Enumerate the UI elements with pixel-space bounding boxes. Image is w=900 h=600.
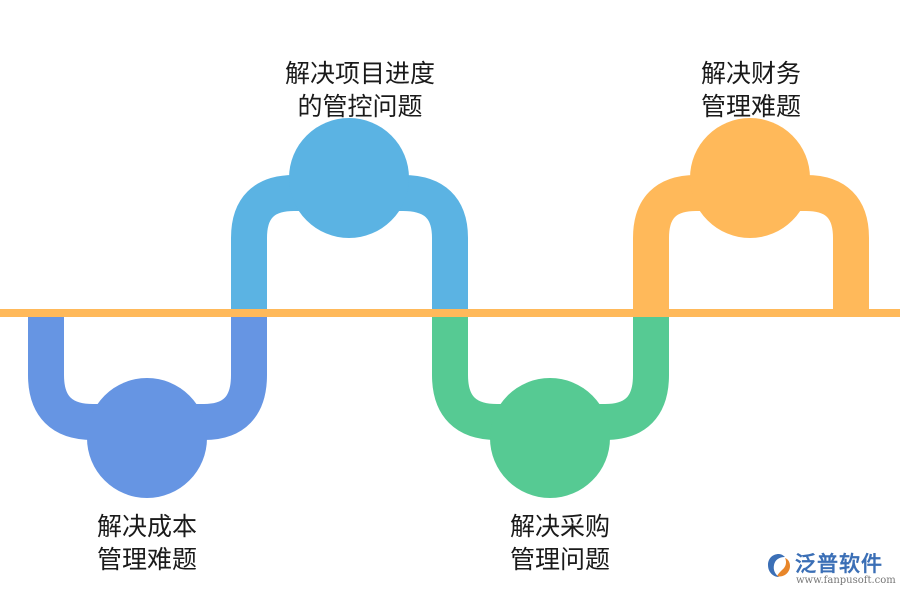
timeline-axis [0, 309, 900, 317]
fanpu-logo-icon [768, 554, 790, 577]
item-label-cost-line1: 解决成本 [96, 512, 197, 541]
item-label-schedule-line2: 的管控问题 [297, 92, 423, 121]
item-label-procurement: 解决采购 管理问题 [450, 510, 670, 576]
node-4 [690, 118, 810, 238]
brand-logo: 泛普软件 www.fanpusoft.com [765, 548, 896, 590]
item-label-schedule-line1: 解决项目进度 [284, 59, 435, 88]
item-label-cost-line2: 管理难题 [96, 545, 197, 574]
item-label-cost: 解决成本 管理难题 [37, 510, 257, 576]
item-label-schedule: 解决项目进度 的管控问题 [250, 57, 470, 123]
item-label-finance-line2: 管理难题 [700, 92, 801, 121]
node-2 [289, 118, 409, 238]
item-label-procurement-line1: 解决采购 [509, 512, 610, 541]
item-label-finance: 解决财务 管理难题 [641, 57, 861, 123]
item-label-finance-line1: 解决财务 [700, 59, 801, 88]
brand-name: 泛普软件 [795, 552, 883, 576]
brand-url: www.fanpusoft.com [796, 575, 896, 586]
item-label-procurement-line2: 管理问题 [509, 545, 610, 574]
node-1 [87, 378, 207, 498]
node-3 [490, 378, 610, 498]
